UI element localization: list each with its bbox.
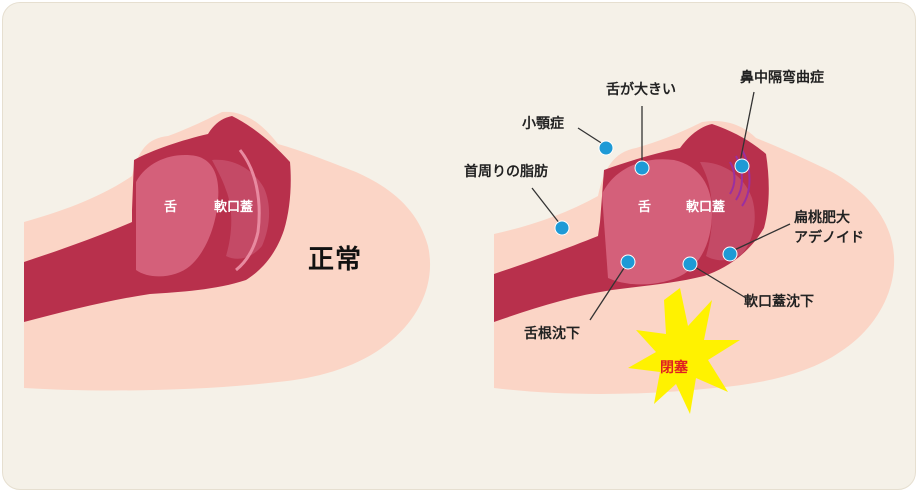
label-palate-drop: 軟口蓋沈下 [744,294,814,310]
apnea-palate-label: 軟口蓋 [686,200,726,215]
label-small-jaw: 小顎症 [522,116,564,132]
label-septum: 鼻中隔弯曲症 [740,70,824,86]
cause-points [554,140,750,272]
label-tonsil-line2: アデノイド [794,230,864,246]
point-palate-drop [682,256,698,272]
point-septum [734,158,750,174]
obstruction-burst-icon [628,288,740,414]
label-tonsil-line1: 扁桃肥大 [794,210,850,226]
snore-wave-icon [729,149,751,207]
normal-head [24,111,431,391]
point-small-jaw [598,140,614,156]
label-big-tongue: 舌が大きい [606,82,676,98]
normal-palate-label: 軟口蓋 [214,200,254,215]
label-neck-fat: 首周りの脂肪 [464,164,548,180]
point-tonsil [722,246,738,262]
point-big-tongue [634,160,650,176]
point-neck-fat [554,220,570,236]
label-tongue-root: 舌根沈下 [524,326,580,342]
apnea-tongue-label: 舌 [638,200,652,215]
apnea-head [494,120,895,414]
obstruction-label: 閉塞 [660,360,688,376]
apnea-tongue [602,159,712,285]
normal-tongue [136,155,219,277]
point-tongue-root [620,254,636,270]
normal-passage-line [235,149,261,272]
normal-tongue-label: 舌 [164,200,178,215]
normal-title: 正常 [308,245,363,275]
